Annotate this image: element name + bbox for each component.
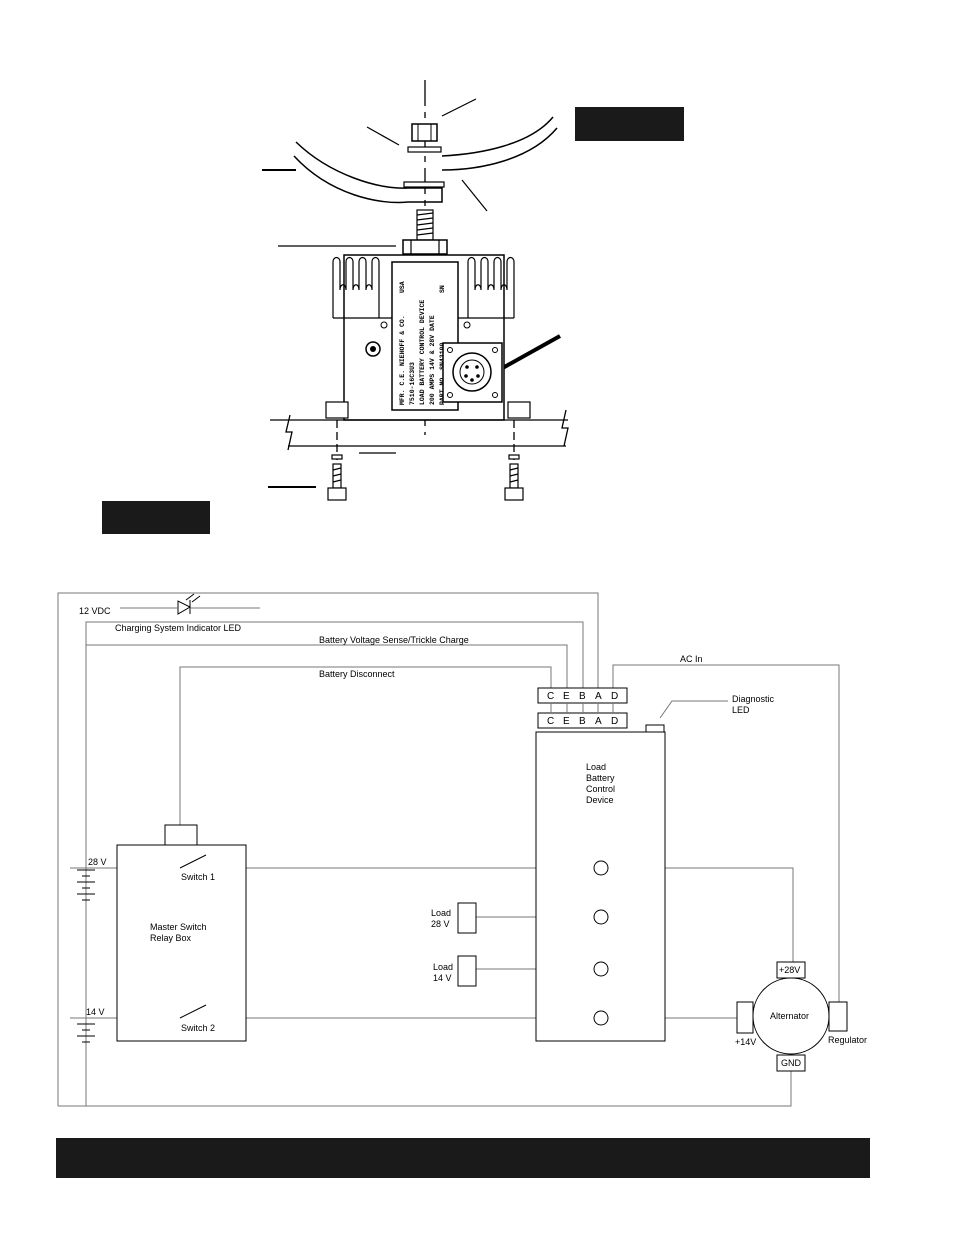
label-relay-box-1: Master Switch — [150, 922, 207, 932]
plug-pin-d: D — [611, 691, 618, 702]
mounting-bolt-left — [327, 454, 347, 501]
label-voltage-sense: Battery Voltage Sense/Trickle Charge — [319, 635, 469, 645]
lbcd-terminal-28v — [593, 860, 609, 876]
lbcd-terminal-14v — [593, 1010, 609, 1026]
lbcd-terminal-load28 — [593, 909, 609, 925]
label-lbcd-2: Battery — [586, 773, 615, 783]
battery-14v-symbol — [77, 1023, 95, 1043]
receptacle-pin-e: E — [563, 716, 570, 727]
connector-plug: C E B A D — [537, 687, 628, 704]
label-relay-box-2: Relay Box — [150, 933, 192, 943]
figure-label-box-top — [575, 107, 684, 141]
label-switch-2: Switch 2 — [181, 1023, 215, 1033]
led-symbol — [120, 590, 260, 615]
relay-box-connector — [164, 824, 198, 846]
load-14v-box — [457, 955, 477, 987]
leader-lines — [262, 98, 561, 488]
relay-box — [116, 844, 247, 1042]
plug-pin-e: E — [563, 691, 570, 702]
figure-label-box-left — [102, 501, 210, 534]
nameplate-line-2: 7510-16C3U3 — [409, 362, 416, 405]
label-alternator: Alternator — [770, 1011, 809, 1021]
wires — [57, 592, 840, 1107]
lbcd-box — [535, 731, 666, 1042]
receptacle-pin-c: C — [547, 716, 554, 727]
cable-straps — [293, 116, 558, 204]
regulator-box — [828, 1001, 848, 1032]
nameplate-line-1b: USA — [399, 281, 406, 293]
alternator-terminal-14v — [736, 1001, 754, 1034]
label-load28-2: 28 V — [431, 919, 450, 929]
label-load14-1: Load — [433, 962, 453, 972]
label-charging-led: Charging System Indicator LED — [115, 623, 242, 633]
diagnostic-led — [645, 724, 665, 733]
battery-28v-symbol — [77, 869, 95, 901]
label-diagnostic-led-1: Diagnostic — [732, 694, 775, 704]
label-lbcd-3: Control — [586, 784, 615, 794]
mounting-bolt-right — [504, 454, 524, 501]
label-load14-2: 14 V — [433, 973, 452, 983]
device-body: MFR. C.E. NIEHOFF & CO. USA 7510-16C3U3 … — [325, 254, 531, 421]
label-plus28v: +28V — [779, 965, 800, 975]
label-ac-in: AC In — [680, 654, 703, 664]
footer-band — [56, 1138, 870, 1178]
threaded-stud — [402, 209, 448, 255]
plug-pin-b: B — [579, 691, 586, 702]
switch-1 — [179, 854, 207, 869]
label-14v: 14 V — [86, 1007, 105, 1017]
plug-pin-c: C — [547, 691, 554, 702]
receptacle-pin-a: A — [595, 716, 602, 727]
alternator-terminal-gnd — [776, 1054, 806, 1072]
receptacle-pin-d: D — [611, 716, 618, 727]
label-regulator: Regulator — [828, 1035, 867, 1045]
receptacle-pin-b: B — [579, 716, 586, 727]
nameplate-line-1: MFR. C.E. NIEHOFF & CO. — [399, 315, 406, 405]
label-load28-1: Load — [431, 908, 451, 918]
switch-2 — [179, 1004, 207, 1019]
mounting-illustration: MFR. C.E. NIEHOFF & CO. USA 7510-16C3U3 … — [102, 80, 684, 534]
label-switch-1: Switch 1 — [181, 872, 215, 882]
mounting-surface — [270, 409, 569, 460]
wiring-diagram: 12 VDC Charging System Indicator LED Bat… — [57, 590, 867, 1107]
label-plus14v: +14V — [735, 1037, 756, 1047]
label-28v: 28 V — [88, 857, 107, 867]
connector-tie-lines — [550, 703, 614, 713]
label-lbcd-4: Device — [586, 795, 614, 805]
alternator-terminal-28v — [776, 961, 806, 979]
label-diagnostic-led-2: LED — [732, 705, 750, 715]
plug-pin-a: A — [595, 691, 602, 702]
lbcd-terminal-load14 — [593, 961, 609, 977]
terminal-nut — [403, 123, 445, 188]
nameplate-line-3: LOAD BATTERY CONTROL DEVICE — [419, 300, 426, 405]
label-lbcd-1: Load — [586, 762, 606, 772]
nameplate-line-4: 200 AMPS 14V & 28V DATE — [429, 315, 436, 405]
nameplate-line-5b: SN — [439, 285, 446, 293]
label-12vdc: 12 VDC — [79, 606, 111, 616]
load-28v-box — [457, 902, 477, 934]
label-gnd: GND — [781, 1058, 802, 1068]
label-battery-disconnect: Battery Disconnect — [319, 669, 395, 679]
connector-receptacle: C E B A D — [537, 712, 628, 729]
